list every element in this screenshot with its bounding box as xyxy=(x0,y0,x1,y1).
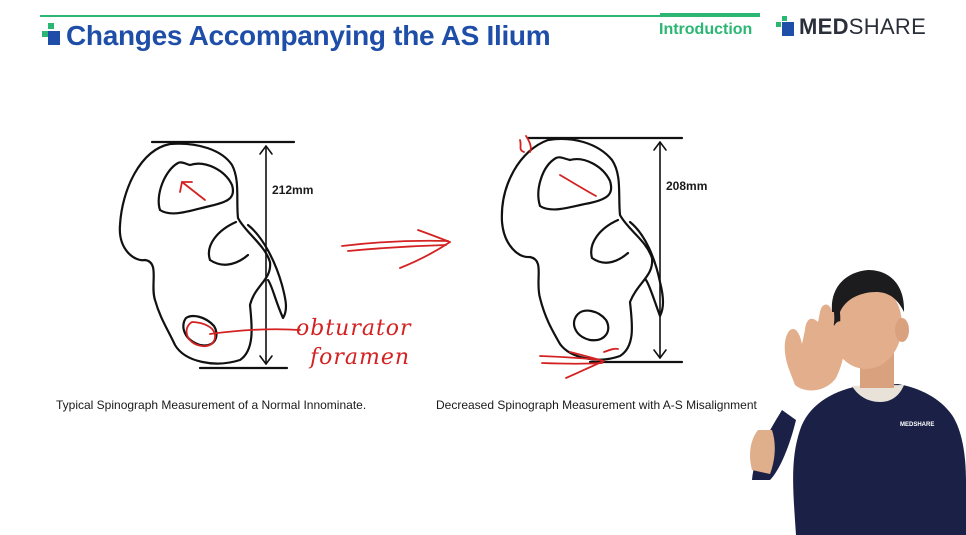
annotation-foramen: foramen xyxy=(310,345,411,370)
presenter: MEDSHARE xyxy=(750,270,966,535)
annotation-obturator: obturator xyxy=(296,316,412,341)
medshare-logo-icon xyxy=(776,16,796,38)
right-caption: Decreased Spinograph Measurement with A-… xyxy=(436,398,757,412)
medshare-mark-icon xyxy=(40,23,62,49)
normal-innominate-figure xyxy=(118,140,296,370)
left-measurement: 212mm xyxy=(272,183,314,197)
right-measurement: 208mm xyxy=(666,179,708,193)
as-ilium-figure xyxy=(500,136,684,364)
section-rule xyxy=(660,13,760,17)
left-caption: Typical Spinograph Measurement of a Norm… xyxy=(56,398,367,412)
left-ink-annotations xyxy=(179,181,301,347)
logo-wordmark: MEDSHARE xyxy=(799,14,927,39)
section-label: Introduction xyxy=(659,21,753,38)
shirt-logo: MEDSHARE xyxy=(900,422,934,428)
header-rule xyxy=(40,15,660,17)
slide-title: Changes Accompanying the AS Ilium xyxy=(66,20,551,51)
right-ink-annotations xyxy=(519,135,619,379)
transition-arrow xyxy=(341,229,451,269)
brand-logo: MEDSHARE xyxy=(776,14,926,40)
slide-header: Changes Accompanying the AS Ilium xyxy=(40,20,551,52)
